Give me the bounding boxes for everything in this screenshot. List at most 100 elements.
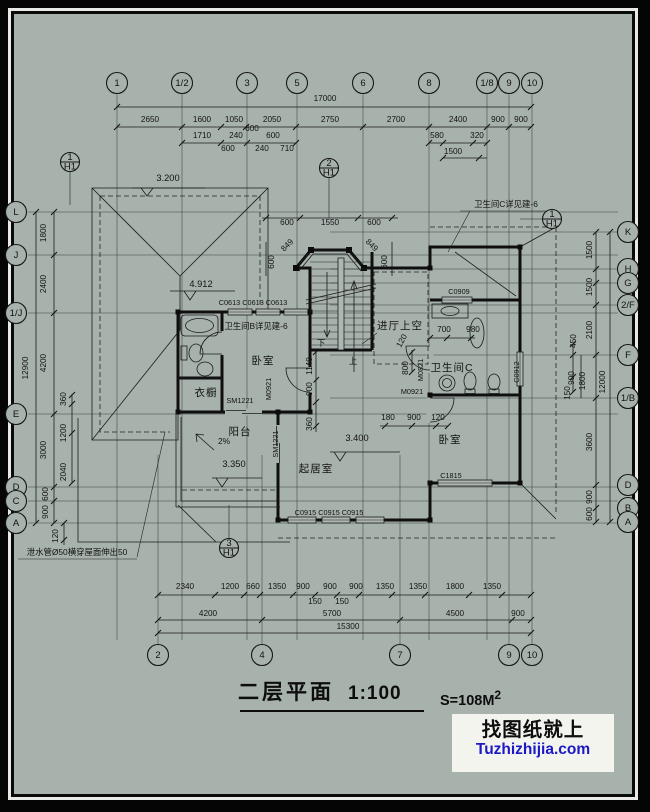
dim-text: 150 [563,386,572,400]
area-label: S=108M2 [440,688,502,709]
dim-text: 600 [280,218,294,227]
section-sheet: H1 [323,168,335,179]
dim-text: 1350 [483,582,502,591]
room-label: 进厅上空 [377,319,423,332]
dim-text: 12900 [21,356,30,379]
component-tag: SM1221 [271,430,280,457]
dim-text: 120 [51,529,60,543]
sink [196,361,214,377]
dim-text: 4200 [199,609,218,618]
windows [227,247,524,524]
dim-text: 600 [380,255,389,269]
section-sheet: H1 [64,162,76,173]
dim-text: 2040 [59,462,68,481]
component-tag: M0821 [416,359,425,381]
axis-label-top: 1/2 [175,78,188,89]
axis-label-bottom: 7 [397,650,402,661]
dim-text: 1200 [221,582,240,591]
axis-bubble-right [616,293,640,317]
window-c0915-row [287,516,385,524]
dim-text: 900 [349,582,363,591]
dim-text: 4200 [39,353,48,372]
watermark-site-link[interactable]: Tuzhizhijia.com [475,741,591,759]
axis-label-left: 1/J [10,308,23,319]
level-markers [132,187,400,488]
axis-bubble-bottom [146,643,170,667]
component-tag: C0613 C0613 C0613 [219,298,288,307]
watermark-slogan: 找图纸就上 [481,719,585,741]
bathroom-c-fixtures [431,303,501,394]
component-tag: C1815 [440,471,462,480]
axis-bubble-left [4,489,28,513]
toilet [463,371,477,391]
dim-text: 180 [381,413,395,422]
axis-label-right: B [625,503,631,514]
stair-stringer [337,257,345,351]
dim-text: 1350 [268,582,287,591]
title-text: 二层平面 [238,681,334,704]
dim-text: 15300 [337,622,360,631]
dim-text: 900 [514,115,528,124]
section-number: 1 [67,152,72,163]
dim-text: 1140 [305,357,314,375]
dim-text: 1350 [409,582,428,591]
mirror [469,317,485,349]
axis-label-right: D [625,480,632,491]
dim-text: 3600 [585,432,594,451]
annotation-text: 泄水管Ø50横穿屋面伸出50 [27,547,128,557]
dim-text: 1600 [193,115,212,124]
bathtub [180,314,219,337]
axis-label-right: K [625,227,632,238]
dim-text: 900 [567,371,576,385]
dim-text: 2650 [141,115,160,124]
level-value: 3.400 [345,433,368,443]
section-sheet: H1 [223,548,235,559]
dim-text: 2340 [176,582,195,591]
balcony-parapet [175,412,280,508]
dim-text: 900 [323,582,337,591]
dim-text: 900 [491,115,505,124]
dim-text: 900 [511,609,525,618]
toilet-tank [180,345,188,361]
dim-text: 900 [296,582,310,591]
room-label: 阳台 [229,425,252,438]
axis-bubble-top [351,71,375,95]
door-gaps [218,331,434,463]
axis-bubble-top [105,71,129,95]
dim-text: 17000 [314,94,337,103]
dimension-lines [35,106,611,634]
level-value: 3.350 [222,459,245,469]
toilet [188,343,204,363]
watermark[interactable]: 找图纸就上 Tuzhizhijia.com [452,714,614,772]
axis-label-right: G [624,278,631,289]
section-number: 2 [326,158,331,169]
axis-bubble-bottom [388,643,412,667]
dim-text: 12000 [598,370,607,393]
annotation-text: 下 [317,338,325,348]
section-number: 1 [549,209,554,220]
stair-up-arrow [350,279,358,372]
dim-text: 1200 [59,423,68,442]
dim-text: 600 [221,144,235,153]
dim-text: 2100 [585,320,594,339]
axis-bubble-right [616,510,640,534]
dim-text: 800 [401,361,410,375]
component-tag: C0912 [512,361,521,383]
room-label: 起居室 [299,462,334,475]
axis-bubble-bottom [520,643,544,667]
axis-bubble-right [616,343,640,367]
bay-window [293,247,367,272]
component-tag: SM1221 [226,396,253,405]
dim-text: 2400 [449,115,468,124]
dim-text: 900 [585,490,594,504]
dimension-ticks [32,103,614,637]
axis-bubble-top [170,71,194,95]
dim-text: 1800 [39,223,48,242]
bathroom-b-fixtures [178,314,222,379]
